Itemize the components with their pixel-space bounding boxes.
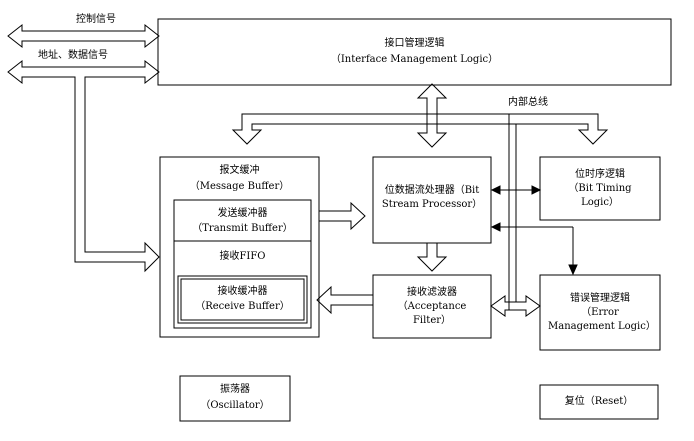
- acceptance-filter-subtitle: （Acceptance Filter）: [397, 301, 467, 326]
- error-management-logic-box: [539, 274, 661, 351]
- receive-buffer-title: 接收缓冲器: [217, 286, 268, 297]
- receive-fifo-box: [173, 240, 312, 329]
- bit-timing-logic-title: 位时序逻辑: [575, 169, 625, 180]
- transmit-buffer-title: 发送缓冲器: [217, 208, 268, 219]
- processor-timing-arrowhead-right: [531, 185, 542, 195]
- internal-bus-label: 内部总线: [508, 97, 548, 108]
- acceptance-filter-title: 接收滤波器: [407, 287, 457, 298]
- bit-stream-processor-label: 位数据流处理器（Bit Stream Processor）: [381, 185, 483, 210]
- bit-timing-logic-box: [539, 156, 661, 221]
- internal-bus-bar: [241, 113, 599, 124]
- error-management-logic-subtitle: （Error Management Logic）: [548, 307, 656, 332]
- receive-buffer-inner-box: [180, 278, 305, 321]
- address-data-signal-arrow: [7, 59, 160, 273]
- internal-bus-vertical-arrow: [416, 83, 448, 115]
- receive-buffer-subtitle: （Receive Buffer）: [195, 301, 290, 312]
- processor-timing-arrowhead-left: [490, 185, 501, 195]
- filter-error-management-arrow: [490, 295, 541, 317]
- oscillator-title: 振荡器: [220, 384, 250, 395]
- processor-error-arrowhead-left: [490, 222, 501, 232]
- bus-to-message-buffer-arrow: [231, 113, 428, 145]
- error-management-logic-title: 错误管理逻辑: [570, 293, 630, 304]
- transmit-to-processor-arrow: [318, 201, 366, 231]
- transmit-buffer-subtitle: （Transmit Buffer）: [192, 223, 293, 234]
- interface-logic-title: 接口管理逻辑: [384, 38, 445, 49]
- control-signal-arrow: [7, 23, 160, 49]
- bit-timing-logic-subtitle: （Bit Timing Logic）: [568, 183, 632, 208]
- processor-to-filter-arrow: [416, 242, 448, 272]
- oscillator-box: [179, 375, 291, 422]
- oscillator-subtitle: （Oscillator）: [200, 400, 270, 411]
- reset-label: 复位（Reset）: [564, 396, 634, 407]
- message-buffer-title: 报文缓冲: [219, 165, 260, 176]
- control-signal-label: 控制信号: [76, 14, 116, 25]
- filter-to-receive-buffer-arrow: [316, 285, 374, 315]
- reset-box: [539, 384, 659, 420]
- bus-to-bit-timing-logic-arrow: [436, 113, 609, 145]
- address-data-signal-label: 地址、数据信号: [38, 50, 108, 61]
- bus-to-bit-stream-processor-arrow: [416, 123, 448, 148]
- message-buffer-box: [159, 156, 320, 338]
- interface-logic-subtitle: （Interface Management Logic）: [330, 54, 499, 65]
- interface-logic-box: [157, 18, 672, 86]
- processor-error-arrowhead-down: [568, 264, 578, 276]
- receive-buffer-outer-box: [177, 275, 308, 324]
- receive-fifo-title: 接收FIFO: [219, 251, 266, 262]
- message-buffer-subtitle: （Message Buffer）: [189, 181, 290, 192]
